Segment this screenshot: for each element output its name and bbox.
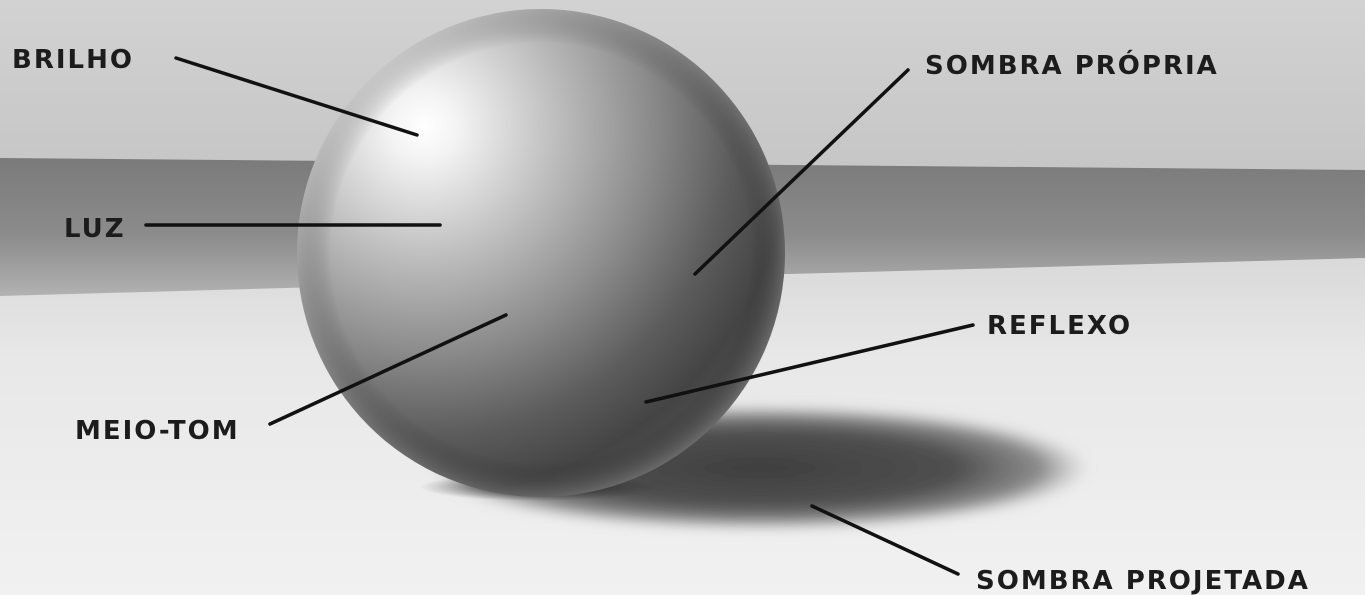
- label-sombra-propria: SOMBRA PRÓPRIA: [925, 53, 1219, 79]
- sphere-rim-light: [297, 9, 785, 497]
- label-reflexo: REFLEXO: [987, 313, 1132, 339]
- label-meio-tom: MEIO-TOM: [75, 418, 240, 444]
- label-luz: LUZ: [64, 216, 126, 242]
- label-sombra-projetada: SOMBRA PROJETADA: [976, 568, 1310, 594]
- label-brilho: BRILHO: [12, 47, 134, 73]
